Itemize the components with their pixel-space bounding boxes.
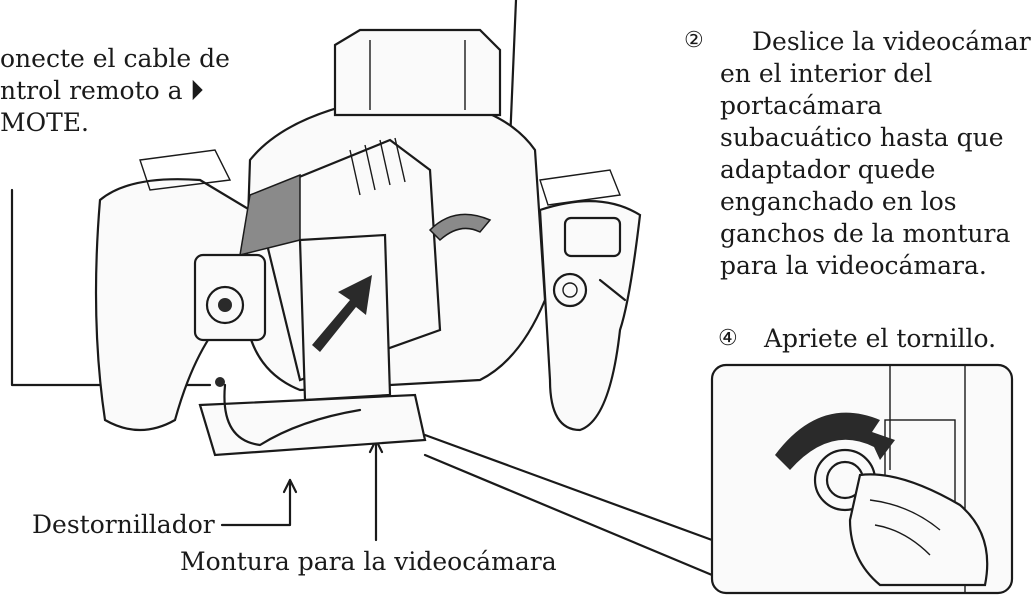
step-4-number: ④: [718, 326, 738, 351]
step-2-text: Deslice la videocámar en el interior del…: [720, 26, 1031, 282]
step-2-line: portacámara: [720, 90, 1031, 122]
camcorder-viewfinder: [195, 255, 265, 340]
connect-line-3: MOTE.: [0, 107, 230, 139]
mount-label: Montura para la videocámara: [180, 547, 557, 577]
step-4-text: Apriete el tornillo.: [764, 324, 996, 354]
step-2-line: ganchos de la montura: [720, 218, 1031, 250]
remote-terminal-icon: ⏵: [191, 76, 204, 105]
remote-connector-icon: [215, 377, 225, 387]
zoom-leader-top: [425, 435, 712, 540]
screwdriver-label: Destornillador: [32, 510, 215, 540]
step-2-line: adaptador quede: [720, 154, 1031, 186]
step-2-line: para la videocámara.: [720, 250, 1031, 282]
right-handle-button: [540, 170, 620, 205]
step-2-line: subacuático hasta que: [720, 122, 1031, 154]
connect-remote-callout: onecte el cable de ntrol remoto a ⏵ MOTE…: [0, 43, 230, 139]
step-2-line: Deslice la videocámar: [752, 26, 1031, 58]
connect-line-1: onecte el cable de: [0, 43, 230, 75]
step-2-line: enganchado en los: [720, 186, 1031, 218]
right-handle-switch: [565, 218, 620, 256]
camera-mount-tray: [200, 395, 425, 455]
step-2-number: ②: [684, 28, 704, 53]
connect-line-2: ntrol remoto a ⏵: [0, 75, 230, 107]
housing-top: [335, 30, 500, 115]
step-2-line: en el interior del: [720, 58, 1031, 90]
screwdriver-leader: [222, 480, 290, 525]
